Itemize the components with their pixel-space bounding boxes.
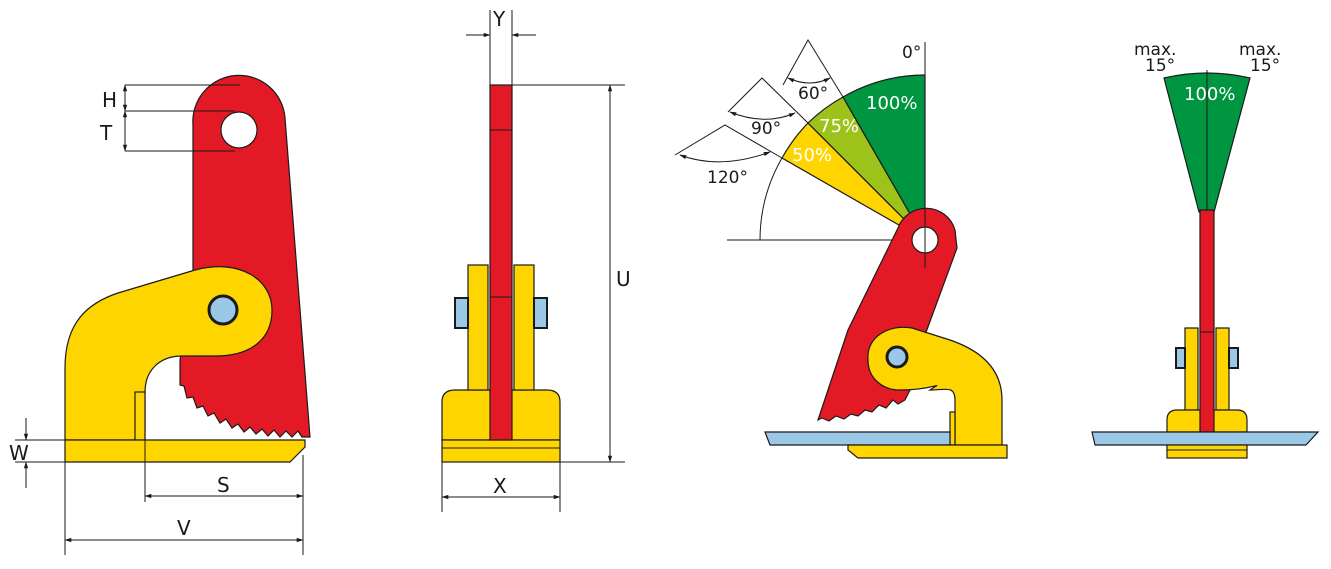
angle-90-label: 90°	[751, 119, 781, 139]
pivot-pin	[885, 345, 909, 369]
bolt-left	[454, 297, 469, 329]
clamp-jaw	[64, 439, 306, 463]
capacity-100-label: 100%	[866, 93, 917, 114]
tilt-left-deg-label: 15°	[1145, 56, 1175, 76]
angle-120-label: 120°	[707, 168, 748, 188]
pivot-pin	[207, 294, 239, 326]
side-view: H T W S V	[9, 74, 311, 555]
bolt-right	[533, 297, 548, 329]
capacity-50-label: 50%	[792, 145, 832, 166]
steel-plate	[1091, 431, 1320, 446]
clamp-lever-edge	[489, 84, 513, 441]
dim-w-label: W	[9, 441, 29, 465]
dim-u-label: U	[616, 267, 631, 291]
dim-x-label: X	[493, 474, 507, 498]
tilt-left-max-label: max.	[1134, 40, 1176, 60]
dim-t-label: T	[99, 121, 113, 145]
steel-plate	[764, 431, 951, 446]
tilt-right-max-label: max.	[1239, 40, 1281, 60]
angle-0-label: 0°	[902, 43, 921, 63]
tilt-view: max. 15° max. 15° 100%	[1091, 40, 1320, 459]
angle-view: 0° 60° 90° 120° 100% 75% 50%	[674, 39, 1008, 459]
clamp-body	[867, 326, 1003, 446]
capacity-75-label: 75%	[819, 116, 859, 137]
clamp-jaw	[847, 444, 1008, 459]
tilt-capacity-label: 100%	[1184, 84, 1235, 105]
angle-60-label: 60°	[798, 84, 828, 104]
clamp-lever	[816, 207, 958, 422]
sector-100	[842, 74, 926, 243]
front-view: Y U X	[441, 7, 631, 512]
dim-s-label: S	[217, 473, 230, 497]
tilt-right-deg-label: 15°	[1250, 56, 1280, 76]
clamp-lever-edge	[1199, 209, 1215, 433]
dim-y-label: Y	[492, 7, 506, 31]
dim-v-label: V	[177, 516, 191, 540]
dim-h-label: H	[102, 88, 117, 112]
